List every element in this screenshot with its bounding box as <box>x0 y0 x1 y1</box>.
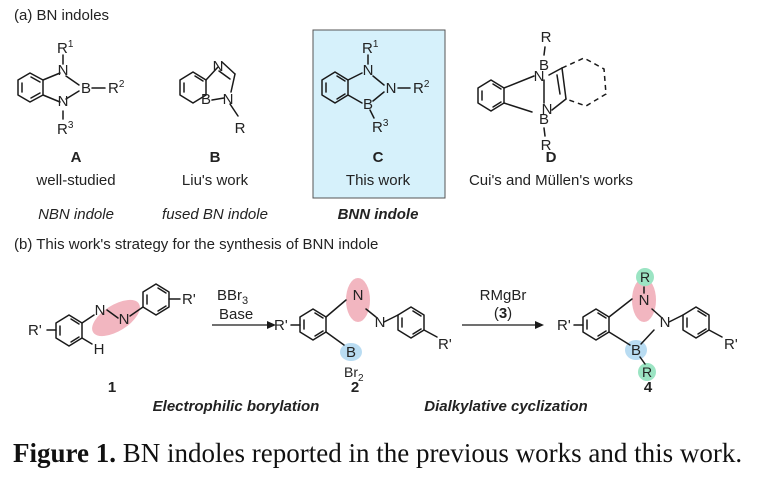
substituent-r-prime: R' <box>438 336 452 353</box>
compound-number-4: 4 <box>644 379 653 396</box>
atom-n: N <box>95 302 106 319</box>
reagent-base: Base <box>219 306 253 323</box>
substituent-r: R <box>640 269 650 285</box>
substituent-r-prime: R' <box>557 317 571 334</box>
reagent-bbr3: BBr3 <box>217 287 248 307</box>
panel-b-heading: (b) This work's strategy for the synthes… <box>14 236 378 253</box>
compound-number-2: 2 <box>351 379 359 396</box>
compound-c-letter: C <box>373 149 384 166</box>
substituent-r-prime: R' <box>274 317 288 334</box>
compound-a-class: NBN indole <box>38 206 114 223</box>
panel-a-heading: (a) BN indoles <box>14 7 109 24</box>
atom-b: B <box>631 342 641 359</box>
substituent-r-prime: R' <box>28 322 42 339</box>
substituent-r-prime: R' <box>182 291 196 308</box>
atom-n: N <box>375 314 386 331</box>
atom-n: N <box>660 314 671 331</box>
compound-b-structure: N B N R <box>179 58 246 137</box>
compound-d-description: Cui's and Müllen's works <box>469 172 633 189</box>
azo-highlight <box>92 299 140 337</box>
atom-n: N <box>363 62 374 79</box>
substituent-r: R <box>541 137 552 154</box>
atom-n: N <box>639 292 650 309</box>
this-work-highlight-box <box>312 29 446 199</box>
atom-n: N <box>542 101 553 118</box>
azo-highlight <box>346 278 370 322</box>
r-group-highlight <box>638 363 656 381</box>
compound-number-1: 1 <box>108 379 116 396</box>
boron-highlight <box>340 343 362 361</box>
compound-b-class: fused BN indole <box>162 206 268 223</box>
atom-n: N <box>213 58 224 75</box>
compound-d-letter: D <box>546 149 557 166</box>
compound-c-description: This work <box>346 172 411 189</box>
substituent-r2: R2 <box>108 79 125 97</box>
atom-b: B <box>539 111 549 128</box>
atom-b: B <box>363 96 373 113</box>
compound-d-structure: B N N B R R <box>477 29 607 154</box>
compound-1-structure: N N H R' R' <box>28 283 196 358</box>
substituent-r: R <box>541 29 552 46</box>
atom-b: B <box>539 57 549 74</box>
substituent-r3: R3 <box>372 118 389 136</box>
atom-n: N <box>58 93 69 110</box>
atom-b: B <box>81 80 91 97</box>
atom-n: N <box>119 311 130 328</box>
substituent-r: R <box>642 364 652 380</box>
compound-c-structure: N N B R1 R2 R3 <box>321 39 430 136</box>
atom-b: B <box>346 344 356 361</box>
compound-b-letter: B <box>210 149 221 166</box>
atom-n: N <box>353 287 364 304</box>
substituent-r-prime: R' <box>724 336 738 353</box>
compound-a-description: well-studied <box>35 172 115 189</box>
reaction-arrow-1 <box>212 321 276 329</box>
atom-h: H <box>94 341 105 358</box>
compound-4-structure: N N B R R R' R' <box>557 268 738 381</box>
atom-n: N <box>534 68 545 85</box>
caption-text: BN indoles reported in the previous work… <box>116 438 743 468</box>
azo-highlight <box>632 278 656 322</box>
atom-n: N <box>223 91 234 108</box>
substituent-r3: R3 <box>57 120 74 138</box>
substituent-r2: R2 <box>413 79 430 97</box>
atom-n: N <box>386 80 397 97</box>
substituent-br2: Br2 <box>344 364 364 384</box>
substituent-r1: R1 <box>57 39 74 57</box>
figure-caption: Figure 1. BN indoles reported in the pre… <box>13 438 742 469</box>
atom-n: N <box>58 62 69 79</box>
compound-a-letter: A <box>71 149 82 166</box>
r-group-highlight <box>636 268 654 286</box>
reagent-rmgbr: RMgBr <box>480 287 527 304</box>
caption-label: Figure 1. <box>13 438 116 468</box>
substituent-r: R <box>235 120 246 137</box>
substituent-r1: R1 <box>362 39 379 57</box>
compound-c-class: BNN indole <box>338 206 419 223</box>
compound-b-description: Liu's work <box>182 172 249 189</box>
reaction-arrow-2 <box>462 321 544 329</box>
compound-2-structure: N N B Br2 R' R' <box>274 278 452 384</box>
step-label-borylation: Electrophilic borylation <box>153 398 320 415</box>
reagent-3: (3) <box>494 305 512 322</box>
atom-b: B <box>201 91 211 108</box>
compound-a-structure: N N B R1 R2 R3 <box>17 39 125 138</box>
step-label-cyclization: Dialkylative cyclization <box>424 398 587 415</box>
